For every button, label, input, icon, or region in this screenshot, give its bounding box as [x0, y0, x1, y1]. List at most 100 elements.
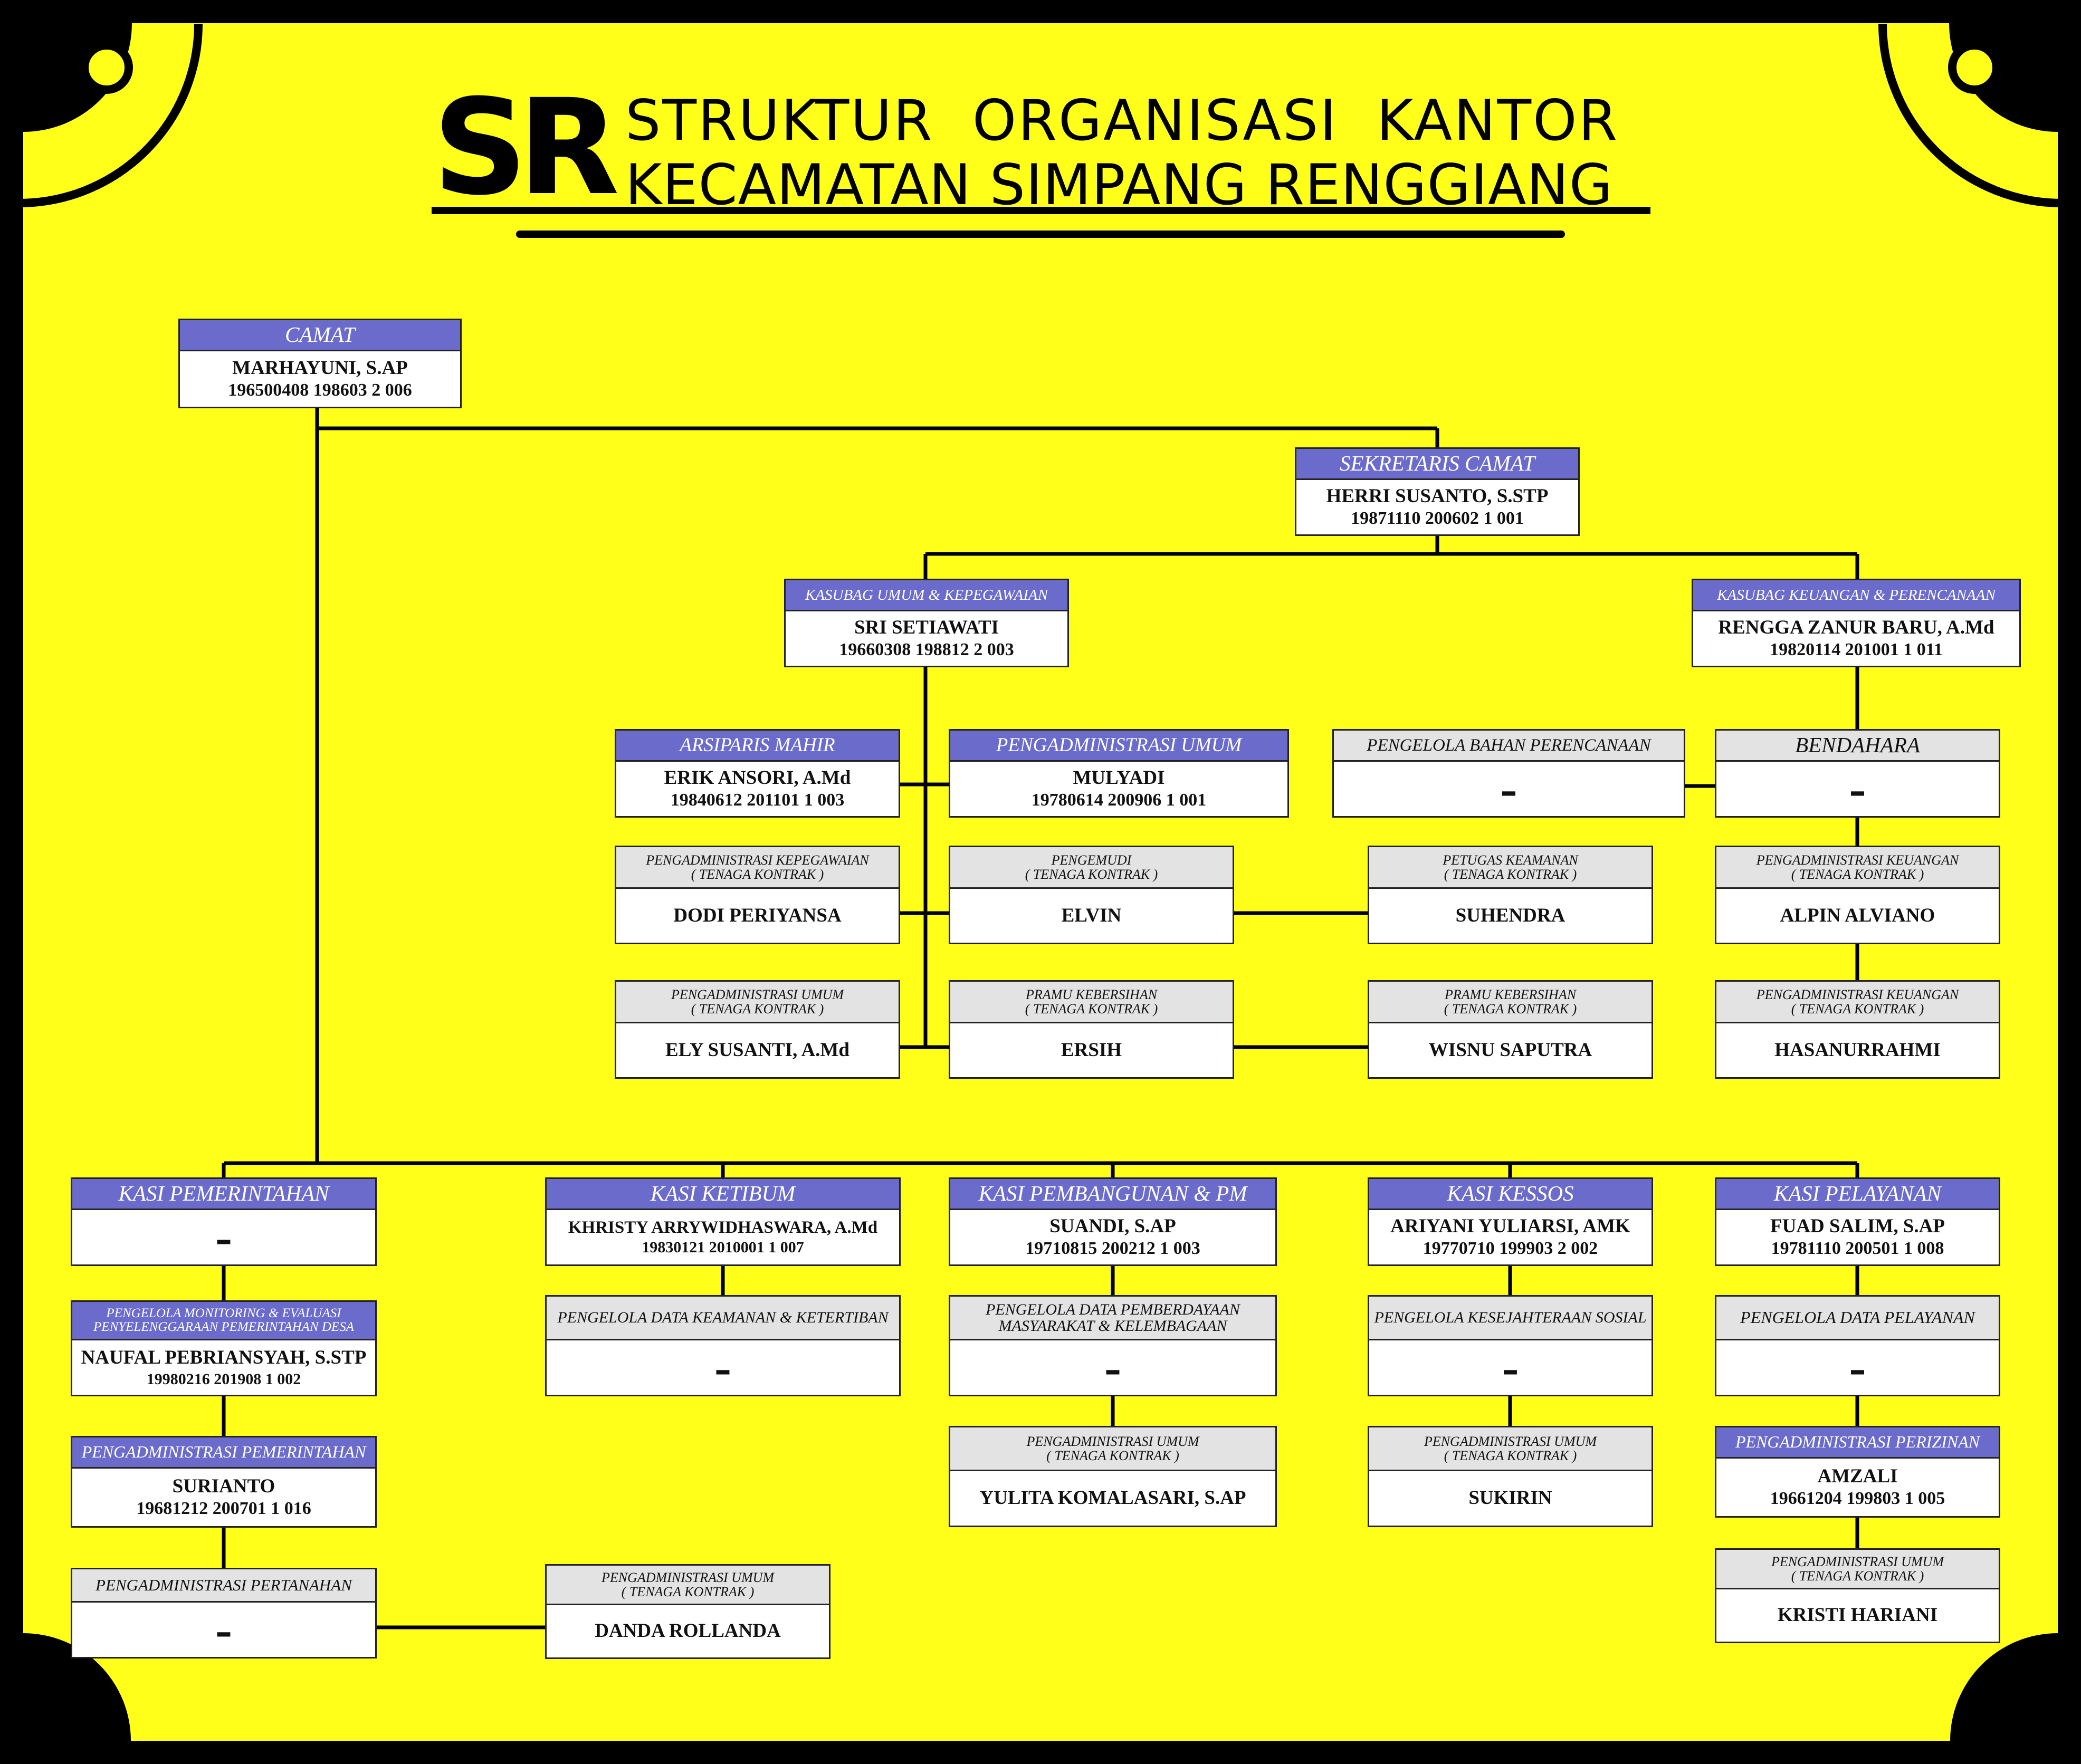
box-header: PENGADMINISTRASI KEPEGAWAIAN( TENAGA KON… [616, 847, 899, 889]
box-body: - [1334, 762, 1684, 816]
box-body: SUKIRIN [1369, 1471, 1652, 1526]
vacant-dash: - [215, 1209, 232, 1266]
vacant-dash: - [1502, 1339, 1519, 1396]
box-header: PENGADMINISTRASI UMUM( TENAGA KONTRAK ) [616, 982, 899, 1023]
person-name: YULITA KOMALASARI, S.AP [979, 1487, 1246, 1509]
contract-note: ( TENAGA KONTRAK ) [1791, 1568, 1924, 1584]
org-box-sukirin: PENGADMINISTRASI UMUM( TENAGA KONTRAK ) S… [1368, 1426, 1653, 1527]
box-header: PENGEMUDI( TENAGA KONTRAK ) [950, 847, 1233, 889]
person-nip: 19980216 201908 1 002 [146, 1370, 301, 1388]
box-header: ARSIPARIS MAHIR [616, 731, 899, 762]
person-nip: 19661204 199803 1 005 [1770, 1489, 1945, 1509]
contract-note: ( TENAGA KONTRAK ) [621, 1584, 755, 1599]
vacant-dash: - [215, 1601, 232, 1658]
box-header: PENGELOLA BAHAN PERENCANAAN [1334, 731, 1684, 762]
org-box-yulita: PENGADMINISTRASI UMUM( TENAGA KONTRAK ) Y… [949, 1426, 1277, 1527]
person-name: ARIYANI YULIARSI, AMK [1390, 1215, 1630, 1237]
person-name: MARHAYUNI, S.AP [232, 357, 408, 379]
box-body: - [547, 1340, 899, 1395]
box-header: PENGELOLA DATA PELAYANAN [1716, 1297, 1999, 1340]
box-header: PENGADMINISTRASI PEMERINTAHAN [72, 1437, 375, 1469]
box-body: - [1716, 1340, 1999, 1395]
vacant-dash: - [714, 1339, 731, 1396]
box-header: KASI KETIBUM [547, 1179, 899, 1210]
box-header: PENGADMINISTRASI UMUM( TENAGA KONTRAK ) [950, 1427, 1275, 1471]
corner-ornaments [18, 23, 2063, 207]
org-box-bahan-perencanaan: PENGELOLA BAHAN PERENCANAAN- [1332, 729, 1685, 818]
person-name: ALPIN ALVIANO [1780, 904, 1935, 926]
box-header: KASUBAG UMUM & KEPEGAWAIAN [786, 580, 1067, 611]
person-nip: 19830121 2010001 1 007 [642, 1239, 804, 1257]
role-title: PENGADMINISTRASI KEUANGAN [1756, 852, 1959, 868]
role-title: PRAMU KEBERSIHAN [1025, 986, 1158, 1002]
org-box-danda: PENGADMINISTRASI UMUM( TENAGA KONTRAK ) D… [545, 1564, 831, 1659]
person-name: FUAD SALIM, S.AP [1770, 1215, 1945, 1237]
role-title: PRAMU KEBERSIHAN [1444, 986, 1577, 1002]
title-underline [432, 207, 1650, 214]
box-body: KRISTI HARIANI [1716, 1589, 1999, 1642]
box-body: - [950, 1340, 1275, 1395]
box-header: KASI PELAYANAN [1716, 1179, 1999, 1210]
role-title: PENGADMINISTRASI KEUANGAN [1756, 986, 1959, 1002]
box-body: ELY SUSANTI, A.Md [616, 1023, 899, 1077]
person-name: KRISTI HARIANI [1777, 1604, 1938, 1626]
box-header: PETUGAS KEAMANAN( TENAGA KONTRAK ) [1369, 847, 1652, 889]
person-name: ERSIH [1061, 1039, 1122, 1061]
box-header: PENGADMINISTRASI PERIZINAN [1716, 1427, 1999, 1459]
org-box-bendahara: BENDAHARA- [1715, 729, 2000, 818]
box-body: ERSIH [950, 1023, 1233, 1077]
person-name: DODI PERIYANSA [673, 904, 842, 926]
role-title: PENGADMINISTRASI UMUM [601, 1569, 775, 1585]
org-box-alpin: PENGADMINISTRASI KEUANGAN( TENAGA KONTRA… [1715, 846, 2000, 944]
org-box-hasanurrahmi: PENGADMINISTRASI KEUANGAN( TENAGA KONTRA… [1715, 980, 2000, 1079]
box-header: PENGADMINISTRASI KEUANGAN( TENAGA KONTRA… [1716, 982, 1999, 1023]
contract-note: ( TENAGA KONTRAK ) [1025, 1001, 1158, 1017]
person-name: SUKIRIN [1468, 1487, 1552, 1509]
role-title: PENGELOLA MONITORING & EVALUASI [106, 1306, 341, 1320]
person-name: HASANURRAHMI [1774, 1039, 1941, 1061]
box-header: KASI PEMERINTAHAN [72, 1179, 375, 1210]
role-title: PENGADMINISTRASI KEPEGAWAIAN [646, 852, 869, 868]
org-box-ersih: PRAMU KEBERSIHAN( TENAGA KONTRAK ) ERSIH [949, 980, 1234, 1079]
person-nip: 19780614 200906 1 001 [1031, 790, 1207, 810]
title-underline-short [516, 231, 1565, 238]
box-header: PENGADMINISTRASI UMUM( TENAGA KONTRAK ) [1369, 1427, 1652, 1471]
logo: SR [432, 82, 620, 214]
org-box-kesejahteraan: PENGELOLA KESEJAHTERAAN SOSIAL- [1368, 1295, 1653, 1396]
box-header: PRAMU KEBERSIHAN( TENAGA KONTRAK ) [1369, 982, 1652, 1023]
person-nip: 196500408 198603 2 006 [228, 380, 412, 400]
role-title: PENGELOLA DATA PEMBERDAYAAN [986, 1300, 1240, 1318]
logo-text: SR [432, 71, 620, 224]
vacant-dash: - [1849, 1339, 1866, 1396]
role-title: PETUGAS KEAMANAN [1443, 852, 1578, 868]
connector-lines [222, 408, 1859, 1629]
org-box-kristi: PENGADMINISTRASI UMUM( TENAGA KONTRAK )K… [1715, 1548, 2000, 1643]
box-header: KASI KESSOS [1369, 1179, 1652, 1210]
person-nip: 19781110 200501 1 008 [1771, 1239, 1944, 1259]
person-name: AMZALI [1817, 1465, 1898, 1487]
org-box-wisnu: PRAMU KEBERSIHAN( TENAGA KONTRAK )WISNU … [1368, 980, 1653, 1079]
person-nip: 19840612 201101 1 003 [670, 790, 845, 810]
contract-note: ( TENAGA KONTRAK ) [1444, 867, 1577, 882]
contract-note: ( TENAGA KONTRAK ) [1025, 867, 1158, 882]
box-body: - [1716, 762, 1999, 816]
person-name: DANDA ROLLANDA [595, 1620, 781, 1642]
box-body: YULITA KOMALASARI, S.AP [950, 1471, 1275, 1526]
person-nip: 19820114 201001 1 011 [1770, 640, 1943, 660]
contract-note: ( TENAGA KONTRAK ) [691, 867, 824, 882]
